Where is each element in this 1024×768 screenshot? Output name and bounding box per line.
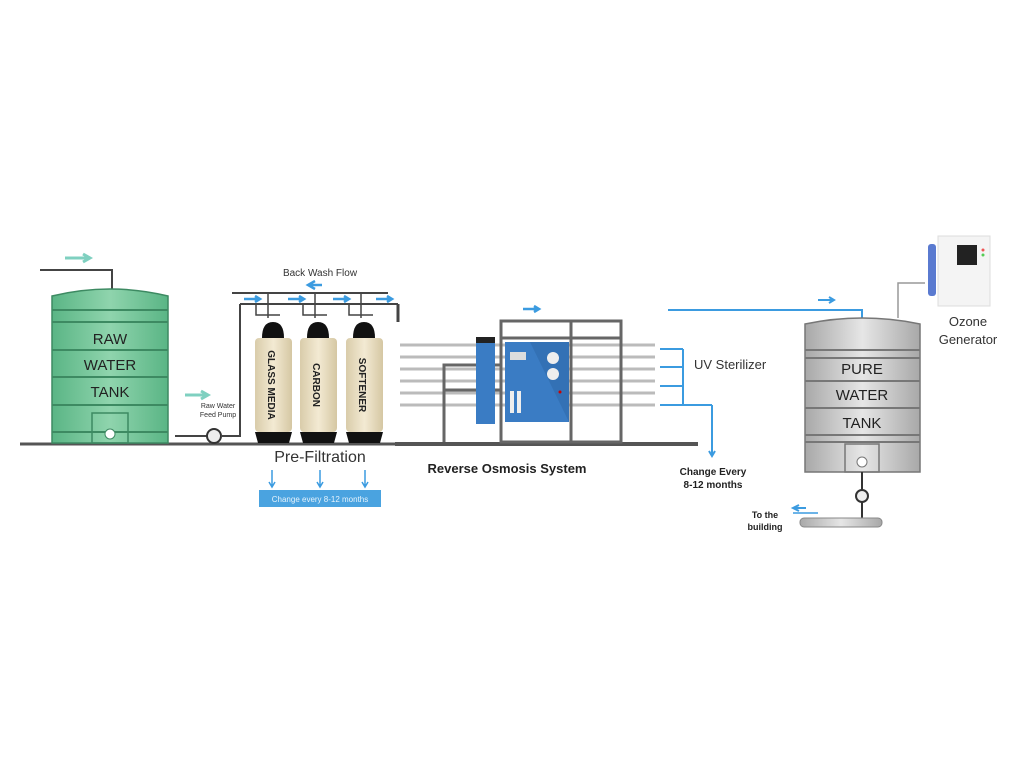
vessel-softener: SOFTENER	[346, 322, 383, 443]
uv-title: UV Sterilizer	[694, 357, 767, 372]
label-text: To the	[752, 510, 778, 520]
label-text: building	[748, 522, 783, 532]
ro-title: Reverse Osmosis System	[428, 461, 587, 476]
pump-icon	[206, 428, 222, 444]
reverse-osmosis-system: Reverse Osmosis System	[400, 304, 655, 476]
pre-filtration: Back Wash Flow GLASS MEDIA CARBON	[232, 268, 400, 507]
raw-water-tank: RAW WATER TANK	[40, 252, 169, 444]
label-text: PURE	[841, 361, 883, 378]
label-text: Feed Pump	[200, 412, 236, 419]
raw-water-feed-pump: Raw Water Feed Pump	[175, 304, 241, 444]
ozone-generator: Ozone Generator	[897, 235, 998, 347]
inflow-arrow-icon	[65, 252, 94, 264]
raw-tank-label: WATER	[84, 357, 137, 374]
pre-filtration-title: Pre-Filtration	[274, 449, 366, 466]
flow-arrow-icon	[185, 389, 212, 401]
gauge-icon	[547, 368, 559, 380]
label-text: Change every 8-12 months	[272, 495, 369, 504]
prefiltration-note-box	[259, 490, 381, 507]
label-text: Generator	[939, 332, 998, 347]
label-text: Change Every	[680, 467, 747, 478]
label-text: TANK	[843, 415, 882, 432]
label-text: CARBON	[310, 363, 321, 407]
outlet-pipe	[799, 517, 883, 528]
backwash-label: Back Wash Flow	[283, 268, 358, 279]
pump-icon	[855, 489, 869, 503]
gauge-icon	[547, 352, 559, 364]
backwash-arrow-icon	[305, 279, 322, 291]
vessel-carbon: CARBON	[300, 322, 337, 443]
raw-tank-label: RAW	[93, 331, 128, 348]
label-text: Ozone	[949, 314, 987, 329]
label-text: GLASS MEDIA	[265, 350, 276, 419]
label-text: 8-12 months	[684, 480, 743, 491]
label-text: Raw Water	[201, 403, 236, 410]
vessel-glass-media: GLASS MEDIA	[255, 322, 292, 443]
outflow-arrow-icon	[790, 504, 806, 512]
raw-tank-label: TANK	[91, 384, 130, 401]
uv-sterilizer: UV Sterilizer Change Every 8-12 months	[660, 296, 863, 491]
pure-water-tank: PURE WATER TANK To the building	[748, 317, 921, 532]
label-text: WATER	[836, 387, 889, 404]
label-text: SOFTENER	[356, 358, 367, 413]
